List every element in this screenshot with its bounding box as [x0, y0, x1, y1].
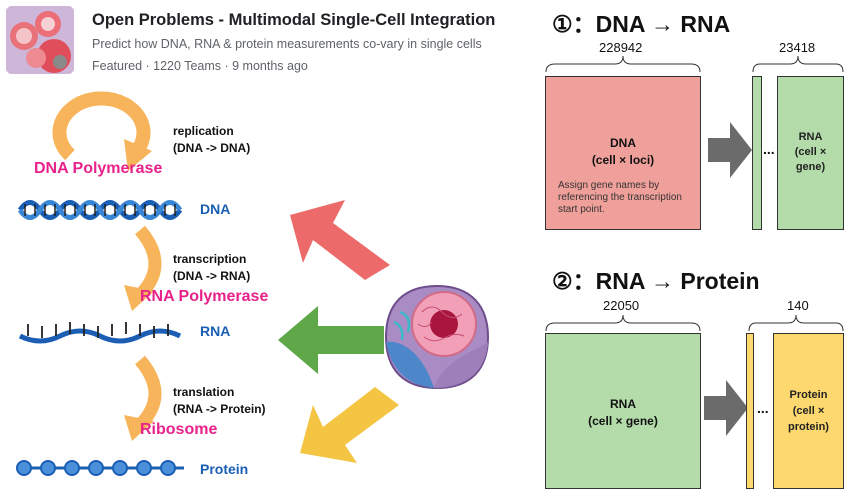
cells-image-icon: [6, 6, 74, 74]
replication-label: replication: [173, 124, 234, 138]
transcription-sub: (DNA -> RNA): [173, 269, 251, 283]
green-arrow-icon: [278, 306, 384, 374]
section1-num-right: 23418: [779, 40, 816, 55]
rna-box-label-1: RNA: [798, 131, 823, 143]
section2-num-right: 140: [787, 298, 809, 313]
cell-illustration: [384, 284, 490, 390]
section1-ellipsis: ...: [763, 141, 775, 157]
protein-column-slice: [746, 333, 754, 489]
rna-input-box-label-2: (cell × gene): [588, 414, 658, 428]
replication-sub: (DNA -> DNA): [173, 141, 251, 155]
section2-ellipsis: ...: [757, 400, 769, 416]
brace-left-1: [545, 55, 701, 73]
translation-sub: (RNA -> Protein): [173, 402, 266, 416]
ribosome-label: Ribosome: [140, 421, 218, 438]
competition-title[interactable]: Open Problems - Multimodal Single-Cell I…: [92, 11, 496, 29]
section2-num-left: 22050: [603, 298, 640, 313]
rna-matrix-box: [777, 76, 844, 230]
protein-label: Protein: [200, 461, 249, 477]
protein-box-label-1: Protein: [789, 389, 828, 401]
rna-box-label-2: (cell ×: [794, 146, 827, 158]
brace-right-2: [748, 314, 844, 332]
rna-polymerase-label: RNA Polymerase: [140, 288, 269, 305]
dna-box-label-1: DNA: [610, 136, 636, 150]
dna-box-note: Assign gene names by referencing the tra…: [558, 180, 682, 215]
dna-matrix-box: [545, 76, 701, 230]
rna-label: RNA: [200, 323, 231, 339]
competition-meta: Featured · 1220 Teams · 9 months ago: [92, 59, 308, 73]
section1-process-arrow-icon: [708, 122, 752, 178]
protein-box-label-2: (cell ×: [792, 405, 825, 417]
rna-box-label-3: gene): [795, 161, 826, 173]
translation-arrow-icon: [124, 355, 162, 441]
rna-column-slice: [752, 76, 762, 230]
protein-box-label-3: protein): [788, 421, 829, 433]
rna-input-matrix-box: [545, 333, 701, 489]
rna-input-box-label-1: RNA: [610, 397, 636, 411]
translation-label: translation: [173, 385, 235, 399]
section2-process-arrow-icon: [704, 380, 748, 436]
dna-label: DNA: [200, 201, 231, 217]
replication-loop-arrow: [52, 91, 152, 171]
section2-title: ②：RNA → Protein: [552, 268, 760, 294]
transcription-label: transcription: [173, 252, 247, 266]
protein-bead-chain-icon: [16, 460, 184, 476]
rna-strand-icon: [18, 322, 182, 344]
brace-right-1: [752, 55, 844, 73]
protein-matrix-box: [773, 333, 844, 489]
yellow-arrow-icon: [300, 387, 399, 463]
dna-box-label-2: (cell × loci): [591, 153, 655, 167]
competition-subtitle: Predict how DNA, RNA & protein measureme…: [92, 37, 482, 51]
red-arrow-icon: [290, 200, 390, 280]
dna-double-helix-icon: [17, 200, 183, 220]
section1-title: ①：DNA → RNA: [552, 11, 731, 37]
brace-left-2: [545, 314, 701, 332]
transcription-arrow-icon: [124, 225, 162, 311]
competition-thumbnail[interactable]: [6, 6, 74, 74]
dna-polymerase-label: DNA Polymerase: [34, 160, 163, 177]
section1-num-left: 228942: [599, 40, 643, 55]
